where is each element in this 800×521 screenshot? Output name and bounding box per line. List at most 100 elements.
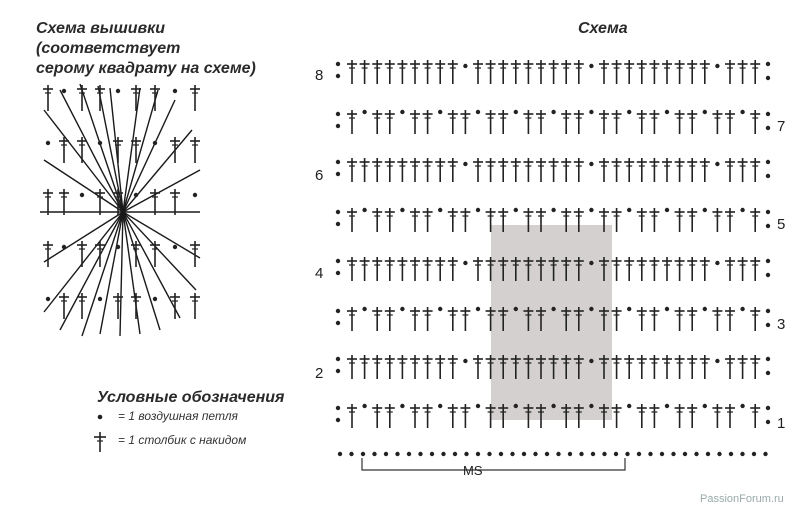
double-crochet-icon	[674, 110, 685, 134]
double-crochet-icon	[347, 110, 357, 134]
double-crochet-icon	[347, 257, 357, 281]
chain-dot-icon	[765, 322, 771, 328]
row-number-4: 4	[315, 265, 324, 282]
chain-dot-icon	[717, 451, 722, 457]
chain-dot-icon	[589, 207, 594, 213]
double-crochet-icon	[750, 307, 761, 331]
double-crochet-icon	[347, 60, 357, 84]
double-crochet-icon	[523, 404, 534, 428]
double-crochet-icon	[347, 404, 357, 428]
chain-dot-icon	[360, 451, 366, 457]
double-crochet-icon	[397, 60, 408, 84]
chain-dot-icon	[335, 308, 341, 314]
chain-dot-icon	[463, 63, 468, 69]
double-crochet-icon	[43, 189, 53, 215]
chain-dot-icon	[728, 451, 734, 457]
chain-dot-icon	[765, 173, 771, 179]
double-crochet-icon	[750, 208, 761, 232]
double-crochet-icon	[384, 404, 395, 428]
chain-dot-icon	[763, 451, 768, 457]
double-crochet-icon	[573, 208, 584, 232]
chain-dot-icon	[551, 109, 556, 115]
double-crochet-icon	[447, 355, 458, 379]
double-crochet-icon	[384, 355, 395, 379]
double-crochet-icon	[699, 158, 710, 182]
double-crochet-icon	[435, 158, 446, 182]
chain-dot-icon	[765, 308, 771, 314]
double-crochet-icon	[536, 257, 546, 281]
chain-dot-icon	[702, 306, 707, 312]
double-crochet-icon	[750, 60, 761, 84]
double-crochet-icon	[636, 404, 647, 428]
double-crochet-icon	[131, 293, 141, 319]
double-crochet-icon	[599, 60, 609, 84]
double-crochet-icon	[737, 158, 748, 182]
row-number-2: 2	[315, 365, 324, 382]
chain-dot-icon	[115, 244, 121, 250]
legend-chain-text: = 1 воздушная петля	[118, 409, 238, 423]
double-crochet-icon	[190, 293, 200, 319]
double-crochet-icon	[674, 355, 685, 379]
double-crochet-icon	[347, 355, 357, 379]
chain-dot-icon	[406, 451, 412, 457]
chain-dot-icon	[335, 209, 341, 215]
double-crochet-icon	[372, 158, 383, 182]
chain-dot-icon	[664, 403, 670, 409]
double-crochet-icon	[473, 355, 483, 379]
double-crochet-icon	[624, 355, 635, 379]
double-crochet-icon	[498, 110, 509, 134]
double-crochet-icon	[372, 404, 383, 428]
double-crochet-icon	[422, 158, 433, 182]
chain-dot-icon	[613, 451, 619, 457]
double-crochet-icon	[674, 60, 685, 84]
legend-symbols	[94, 414, 106, 452]
chain-dot-icon	[589, 306, 594, 312]
double-crochet-icon	[636, 158, 647, 182]
chain-dot-icon	[418, 451, 423, 457]
chain-dot-icon	[152, 140, 158, 146]
double-crochet-icon	[422, 110, 433, 134]
chain-dot-icon	[97, 414, 103, 420]
double-crochet-icon	[750, 110, 761, 134]
chain-dot-icon	[79, 192, 85, 198]
chain-dot-icon	[664, 207, 670, 213]
chain-dot-icon	[400, 403, 405, 409]
chain-dot-icon	[335, 171, 341, 177]
chain-dot-icon	[627, 109, 632, 115]
embroidery-stitch-line	[122, 129, 193, 213]
double-crochet-icon	[536, 110, 546, 134]
chain-dot-icon	[362, 306, 367, 312]
main-crochet-grid	[335, 60, 771, 457]
double-crochet-icon	[611, 355, 622, 379]
double-crochet-icon	[674, 404, 685, 428]
double-crochet-icon	[523, 355, 534, 379]
double-crochet-icon	[447, 158, 458, 182]
double-crochet-icon	[347, 208, 357, 232]
double-crochet-icon	[561, 257, 572, 281]
chain-dot-icon	[45, 140, 51, 146]
double-crochet-icon	[77, 241, 87, 267]
double-crochet-icon	[611, 257, 622, 281]
double-crochet-icon	[347, 158, 357, 182]
chain-dot-icon	[383, 451, 389, 457]
chain-dot-icon	[765, 159, 771, 165]
embroidery-stitch-line	[81, 211, 124, 337]
chain-dot-icon	[475, 207, 481, 213]
double-crochet-icon	[410, 307, 420, 331]
double-crochet-icon	[699, 60, 710, 84]
chain-dot-icon	[556, 451, 561, 457]
chain-dot-icon	[463, 358, 468, 364]
chain-dot-icon	[740, 207, 745, 213]
double-crochet-icon	[372, 355, 383, 379]
double-crochet-icon	[561, 158, 572, 182]
chain-dot-icon	[362, 207, 367, 213]
double-crochet-icon	[190, 137, 200, 163]
embroidery-stitch-line	[122, 211, 201, 259]
chain-dot-icon	[625, 451, 630, 457]
double-crochet-icon	[59, 137, 69, 163]
double-crochet-icon	[687, 60, 698, 84]
double-crochet-icon	[649, 257, 660, 281]
chain-dot-icon	[513, 306, 518, 312]
double-crochet-icon	[536, 307, 546, 331]
double-crochet-icon	[636, 355, 647, 379]
